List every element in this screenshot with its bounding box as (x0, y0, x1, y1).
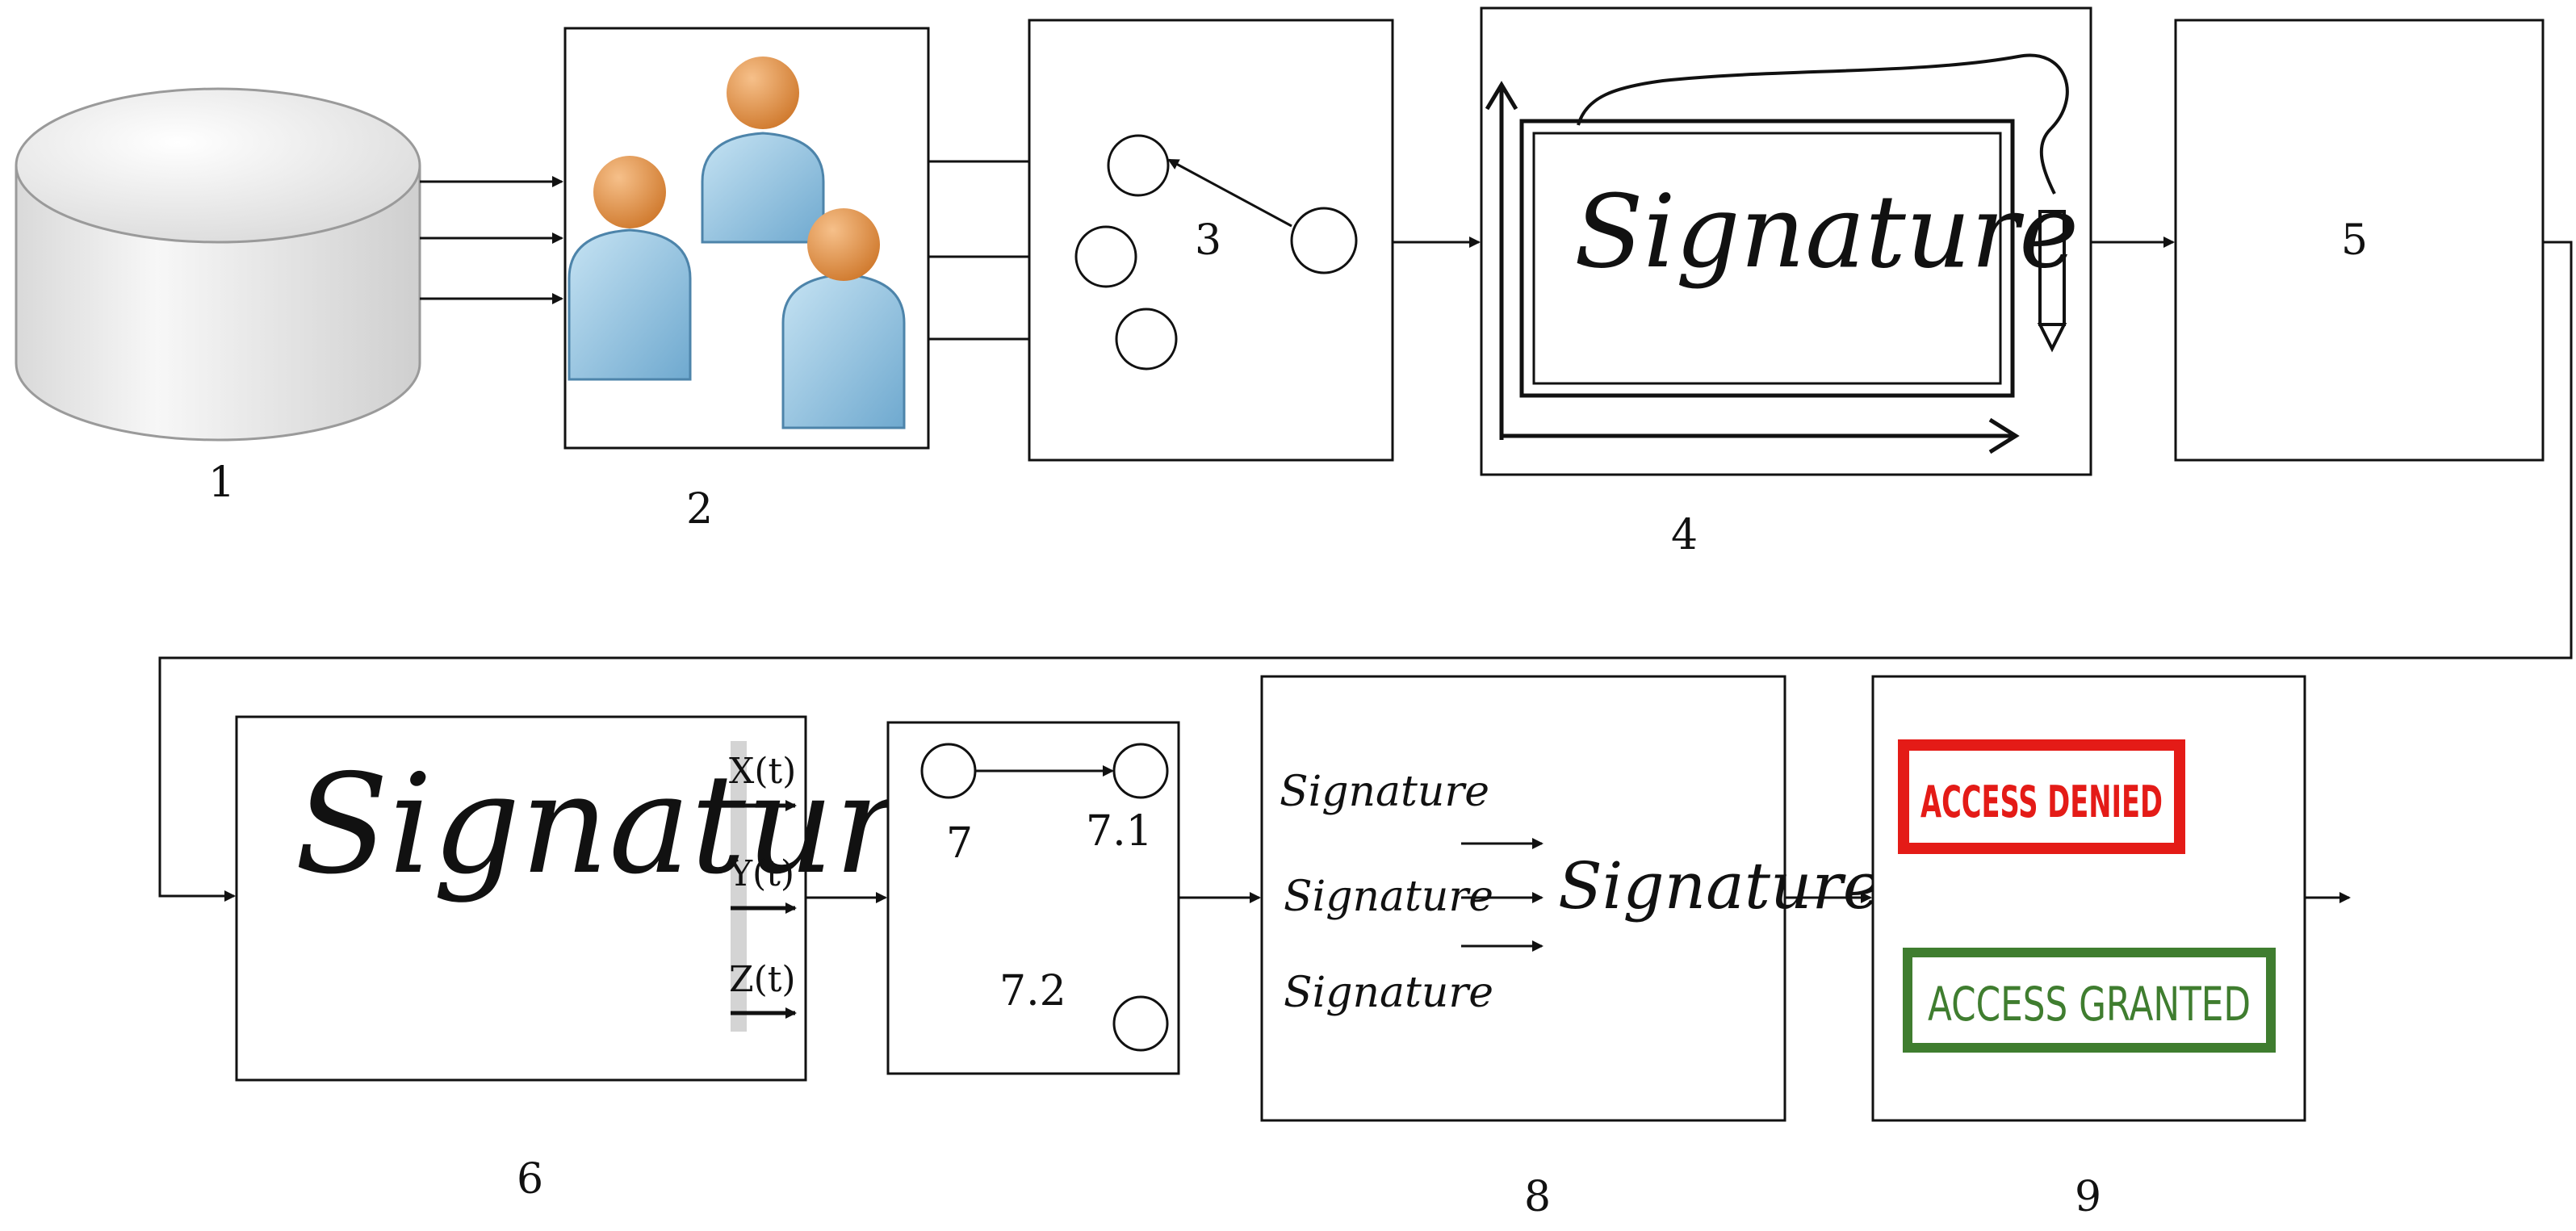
sample-signature-2: Signature (1284, 873, 1493, 921)
block-8-label: 8 (1524, 1173, 1551, 1221)
block-3-label: 3 (1195, 216, 1221, 265)
block-3-arrow (1167, 158, 1292, 228)
channel-arrows (731, 800, 797, 1019)
pen-tablet-icon (1485, 53, 2069, 454)
block-5-label: 5 (2341, 216, 2368, 265)
sample-arrows (1461, 838, 1544, 952)
sample-signature-1: Signature (1280, 768, 1489, 816)
block-5-box (2174, 19, 2545, 462)
block-6-label: 6 (517, 1155, 543, 1204)
channel-strip (731, 741, 747, 1032)
stylus-icon (2037, 210, 2067, 353)
person-icon (568, 156, 692, 381)
tablet-signature: Signature (1574, 174, 2079, 291)
block-1-label: 1 (208, 458, 235, 507)
channel-x-label: X(t) (729, 751, 796, 792)
capture-signature: Signature (295, 745, 981, 905)
access-denied-stamp: ACCESS DENIED (1898, 739, 2185, 854)
block-7-2-label: 7.2 (999, 967, 1066, 1015)
block-4-label: 4 (1671, 511, 1698, 559)
block-3-nodes (1074, 134, 1358, 371)
block-6-box (235, 715, 807, 1082)
channel-z-label: Z(t) (729, 959, 796, 1000)
access-granted-stamp: ACCESS GRANTED (1903, 948, 2276, 1053)
database-icon (15, 87, 421, 442)
block-7-label: 7 (946, 819, 973, 868)
result-signature: Signature (1558, 848, 1881, 923)
block-2-label: 2 (686, 485, 713, 534)
arrows-1-to-2 (420, 176, 563, 304)
access-denied-text: ACCESS DENIED (1920, 777, 2163, 827)
block-7-nodes (920, 743, 1169, 1052)
connector-5-to-6 (158, 241, 2573, 902)
channel-y-label: Y(t) (728, 853, 794, 894)
block-7-1-label: 7.1 (1086, 807, 1153, 856)
access-granted-text: ACCESS GRANTED (1928, 977, 2251, 1032)
users-icon (568, 57, 906, 429)
person-icon (701, 57, 825, 244)
block-9-label: 9 (2075, 1173, 2101, 1221)
sample-signature-3: Signature (1284, 969, 1493, 1017)
person-icon (781, 208, 906, 429)
